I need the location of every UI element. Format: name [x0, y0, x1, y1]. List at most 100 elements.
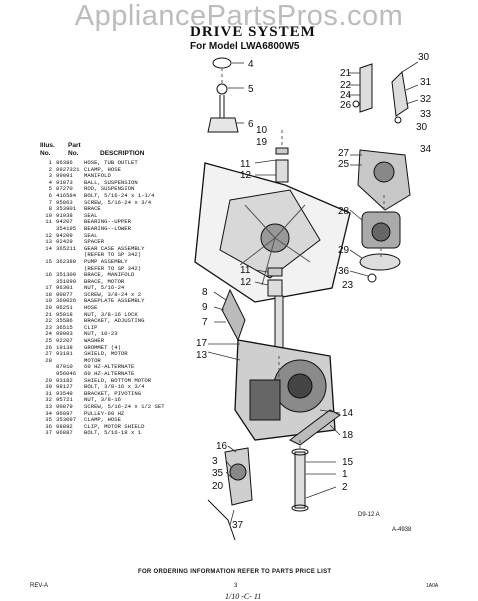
part-description: GROMMET (4)	[84, 343, 121, 351]
callout-16: 16	[216, 441, 228, 452]
callout-26: 26	[340, 100, 352, 111]
adjusting-bracket	[359, 63, 373, 113]
figure-code: D9-12 A	[358, 512, 380, 518]
part-number: 365211	[56, 244, 77, 252]
part-description: CLIP, MOTOR SHIELD	[84, 422, 145, 430]
handwritten-note: 1/10 -C- 11	[225, 592, 262, 601]
callout-35: 35	[212, 468, 224, 479]
part-description: WASHER	[84, 337, 105, 345]
part-number: 91938	[56, 211, 73, 219]
part-description: PULLEY-60 HZ	[84, 409, 125, 417]
part-description: CLAMP, HOSE	[84, 165, 121, 173]
part-description: ROD, SUSPENSION	[84, 185, 135, 193]
header-part-no: No.	[68, 150, 79, 157]
part-number: 87270	[56, 185, 73, 193]
part-number: 98892	[56, 422, 73, 430]
part-illus-no: 22	[45, 317, 52, 325]
part-illus-no: 30	[45, 383, 52, 391]
callout-5: 5	[248, 84, 254, 95]
part-description: CLAMP, HOSE	[84, 416, 121, 424]
part-number: 9927321	[56, 165, 80, 173]
suspension-bracket	[207, 117, 239, 133]
motor-center	[371, 222, 391, 242]
callout-18: 18	[342, 430, 354, 441]
callout-9: 9	[202, 302, 208, 313]
part-number: 95018	[56, 310, 73, 318]
part-illus-no: 29	[45, 376, 52, 384]
part-number: 99003	[56, 330, 73, 338]
part-illus-no: 32	[45, 396, 52, 404]
part-description: BOLT, 5/16-24 x 1-1/4	[84, 191, 155, 199]
callout-20: 20	[212, 481, 224, 492]
part-number: 96386	[56, 159, 73, 166]
part-illus-no: 36	[45, 422, 52, 430]
callout-11: 11	[240, 159, 251, 170]
figure-code-secondary: A-4938	[392, 527, 412, 533]
part-description: SEAL	[84, 231, 98, 239]
part-number: 93181	[56, 350, 73, 358]
part-illus-no: 37	[45, 429, 52, 437]
callout-3: 3	[212, 456, 218, 467]
part-number: 95063	[56, 198, 73, 206]
watermark: AppliancePartsPros.com	[74, 0, 404, 32]
part-illus-no: 10	[45, 211, 52, 219]
part-description: 60 HZ-ALTERNATE	[84, 370, 135, 377]
part-illus-no: 14	[45, 244, 52, 252]
tub-outlet-hose	[294, 451, 306, 509]
callout-2: 2	[342, 482, 348, 493]
part-description: SEAL	[84, 211, 98, 219]
gear-case-body	[249, 379, 281, 421]
gear-case-hub	[287, 373, 313, 399]
callout-4: 4	[248, 59, 254, 70]
part-number: 93182	[56, 376, 73, 384]
part-number: 92429	[56, 238, 73, 246]
drain-hose	[207, 499, 236, 541]
part-illus-no: 33	[45, 402, 52, 410]
part-description: SCREW, 3/8-24 x 2	[84, 290, 142, 298]
lower-bearing	[267, 279, 283, 297]
part-description: MANIFOLD	[84, 172, 111, 180]
part-description: BALL, SUSPENSION	[84, 178, 138, 186]
part-number: 99091	[56, 172, 73, 180]
part-description: CLIP	[84, 323, 98, 331]
callout-31: 31	[420, 77, 432, 88]
suspension-ring	[216, 83, 228, 95]
part-number: 87910	[56, 363, 73, 371]
part-description: HOSE, TUB OUTLET	[84, 159, 138, 166]
part-description: MOTOR	[84, 356, 101, 364]
part-description: BOLT, 5/16-18 x 1	[84, 429, 142, 437]
callout-15: 15	[342, 457, 354, 468]
motor-clip	[367, 273, 377, 283]
callout-30: 30	[418, 52, 430, 63]
part-number: 362380	[56, 257, 77, 265]
part-description: 60 HZ-ALTERNATE	[84, 363, 135, 371]
callout-12: 12	[240, 277, 252, 288]
callout-36: 36	[338, 266, 350, 277]
part-description: BASEPLATE ASSEMBLY	[84, 297, 145, 305]
part-description: SCREW, 5/16-24 x 3/4	[84, 198, 152, 206]
callout-10: 10	[256, 125, 268, 136]
part-illus-no: 11	[45, 218, 52, 226]
part-illus-no: 24	[45, 330, 52, 338]
brace	[221, 288, 246, 342]
